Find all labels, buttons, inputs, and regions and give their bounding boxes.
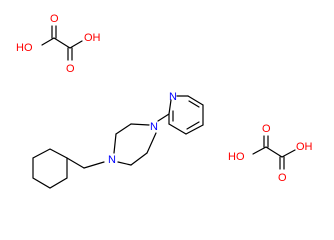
bond-c-c [265,146,283,158]
bond-n-c [146,132,157,154]
bond-c-oh [69,40,83,49]
molecule-canvas: HO O O OH HO O O OH N N [16,13,313,189]
atom-oh: OH [296,141,313,153]
bond-c-c [168,123,187,135]
bond-c-c [53,37,71,49]
bond-c-n [117,161,132,166]
atom-oh: OH [84,32,101,44]
atom-n: N [169,91,177,103]
atom-o: O [66,63,75,75]
atom-o: O [278,172,287,184]
bond-c-oh [281,149,296,158]
bond-ch2-n [83,161,105,169]
structure-diagram: HO O O OH HO O O OH N N [16,13,313,189]
bond-c-c [185,124,204,135]
atom-n: N [108,154,116,166]
cyclohexane-bonds [32,148,68,189]
cyclohexyl-ring [32,148,68,189]
bond-ho-c [41,37,55,46]
bond-ho-c [252,146,267,155]
atom-n: N [150,121,158,133]
bond-c-c [130,152,148,166]
bond-n-pyridine [157,113,170,122]
bond-n-c [113,133,117,154]
oxalic-acid-bottom-right: HO O O OH [228,123,313,184]
oxalic-acid-top-left: HO O O OH [16,13,101,75]
bond-c-n [168,99,172,115]
piperazine-ring: N N [108,121,158,166]
atom-o: O [262,123,271,135]
double-bond-inner [186,121,200,130]
bond-c-c [187,95,204,106]
bond-c-c [115,123,132,135]
pyridine-ring: N [168,91,204,135]
double-bond-inner [188,100,200,108]
atom-o: O [50,13,59,25]
bond-c-n [130,123,150,126]
atom-ho: HO [228,151,245,163]
bond-ring-ch2 [66,157,85,169]
atom-ho: HO [16,42,33,54]
